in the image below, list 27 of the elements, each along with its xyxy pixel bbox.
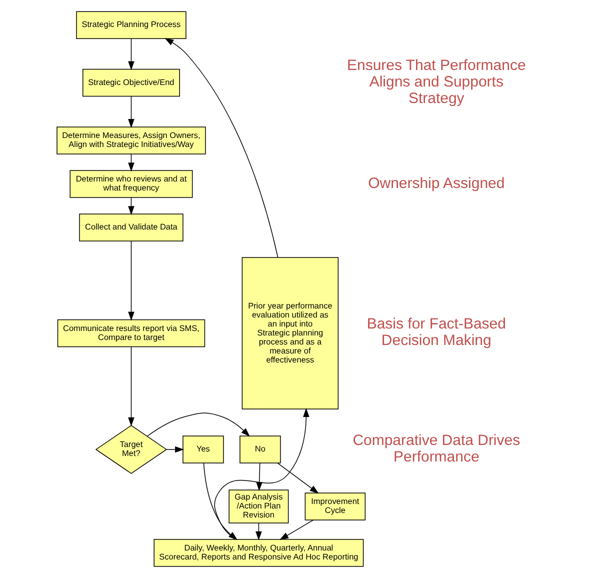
arrow [277,462,319,494]
node-box: No [240,436,281,464]
node-box: Prior year performance evaluation utilized as an input into Strategic planning process and as a measure of effectiveness [242,257,339,410]
node-box: Strategic Objective/End [82,68,180,97]
arrow [256,462,262,492]
node-box: Strategic Planning Process [76,11,186,39]
label: Ownership Assigned [368,174,505,192]
arrow [128,96,134,128]
node-box: Determine Measures, Assign Owners, Align with Strategic Initiatives/Way [56,126,206,154]
arrow [128,240,134,321]
arrow [164,38,278,258]
node-diamond: Target Met? [95,425,168,474]
node-box: Collect and Validate Data [79,214,184,242]
label: Basis for Fact-Based Decision Making [366,316,506,350]
node-box: Determine who reviews and at what frequency [70,170,193,198]
arrow [146,412,250,437]
node-box: Communicate results report via SMS, Compare to target [57,319,206,348]
node-box: Yes [182,436,224,464]
node-box: Improvement Cycle [304,492,366,520]
arrow [128,38,134,70]
node-box: Gap Analysis /Action Plan Revision [228,490,289,524]
label: Comparative Data Drives Performance [352,432,520,466]
arrow [128,346,134,426]
arrow [166,446,184,453]
arrow [279,520,314,540]
label: Ensures That Performance Aligns and Supports Strategy [347,57,526,108]
node-box: Daily, Weekly, Monthly, Quarterly, Annual Scorecard, Reports and Responsive Ad Hoc Reporting [154,539,364,567]
